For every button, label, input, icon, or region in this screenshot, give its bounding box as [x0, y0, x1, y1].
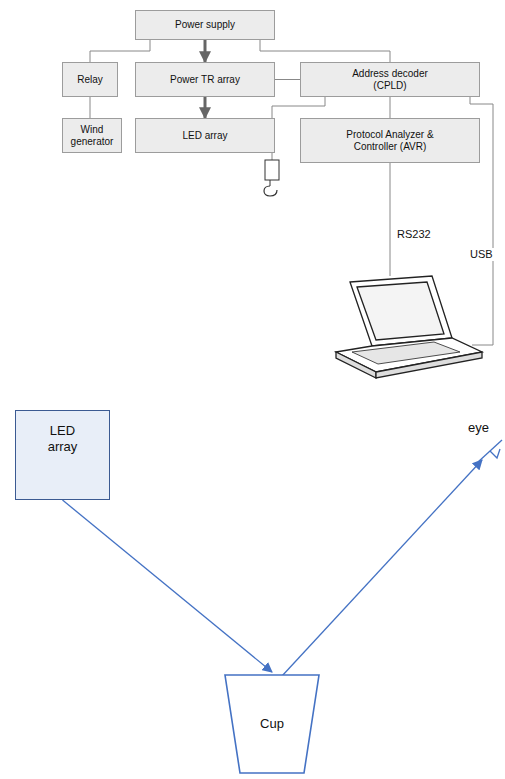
signal-name: USB: [468, 248, 495, 261]
connector: [275, 79, 300, 80]
box-label: LED array: [182, 130, 227, 142]
relay-box: Relay: [62, 62, 118, 97]
connector: [63, 500, 273, 672]
signal-name: RS232: [395, 228, 433, 241]
box-label: Protocol Analyzer & Controller (AVR): [330, 129, 450, 153]
box-label: Relay: [77, 74, 103, 86]
transistor-box: Power TR array: [135, 62, 275, 97]
box-label: Power TR array: [170, 74, 240, 86]
led-array-box: LED array: [15, 410, 110, 500]
box-label: Wind generator: [67, 124, 117, 148]
eye-symbol: [478, 440, 502, 462]
connector: [390, 97, 391, 118]
box-label: Address decoder (CPLD): [343, 68, 438, 92]
box-label: LED array: [38, 423, 88, 454]
sensor-plug: [264, 160, 279, 196]
rs232-wire: [390, 163, 391, 276]
cup-outline-path: [225, 675, 319, 773]
connector: [90, 40, 150, 62]
light-ray: [282, 460, 482, 676]
box-label: Cup: [260, 716, 284, 732]
controller-box: Protocol Analyzer & Controller (AVR): [300, 118, 480, 163]
generator-box: Wind generator: [62, 118, 122, 153]
power-box: Power supply: [135, 10, 275, 40]
connector: [260, 40, 390, 62]
connector: [204, 40, 207, 62]
led-box: LED array: [135, 118, 275, 153]
connector: [90, 97, 91, 118]
viewer-label: eye: [466, 420, 491, 436]
box-label: Power supply: [175, 19, 235, 31]
decoder-box: Address decoder (CPLD): [300, 62, 480, 97]
laptop: [336, 276, 482, 378]
cup-shape: Cup: [222, 672, 322, 776]
connector: [204, 97, 207, 118]
